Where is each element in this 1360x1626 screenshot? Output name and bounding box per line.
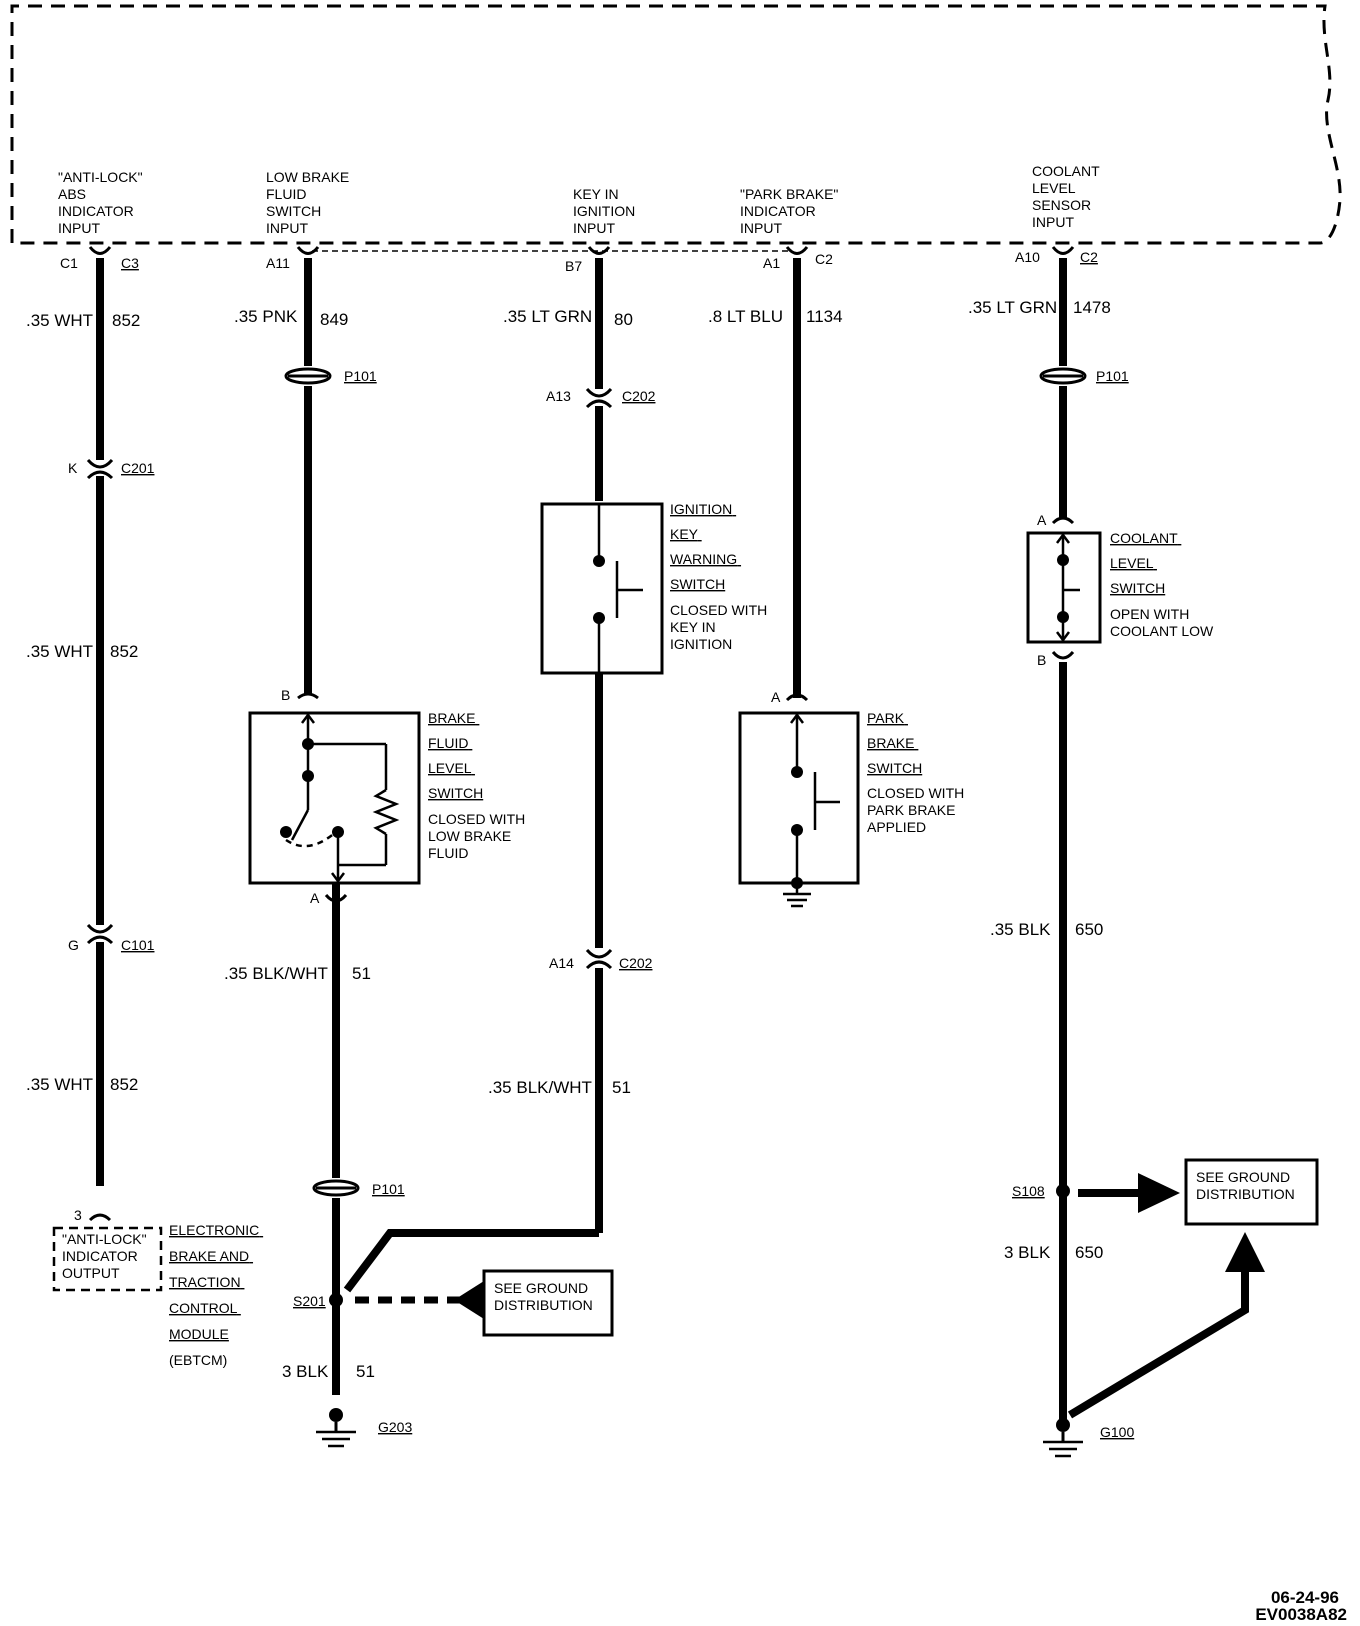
abs-pin: C1 <box>60 255 78 271</box>
module-pin-connectors <box>88 246 1075 255</box>
ground-ref-arrow-left <box>355 1281 484 1319</box>
abs-pin-connector: C3 <box>121 255 139 271</box>
c201-label: C201 <box>121 460 155 476</box>
instrument-cluster-module <box>10 4 1342 245</box>
brake-wire-2-circuit: 51 <box>352 964 371 983</box>
ebtcm-name: ELECTRONIC BRAKE AND TRACTION CONTROL MO… <box>169 1222 263 1342</box>
c202-top-pin: A13 <box>546 388 571 404</box>
abs-wire-2-gauge: .35 WHT <box>26 642 93 661</box>
brake-switch-pin-a: A <box>310 890 320 906</box>
park-wire-1-gauge: .8 LT BLU <box>708 307 783 326</box>
ebtcm-module <box>52 1213 163 1292</box>
coolant-wire-2-gauge: .35 BLK <box>990 920 1051 939</box>
ignition-key-warning-switch <box>540 502 664 675</box>
g100-ground-symbol <box>1043 1418 1083 1458</box>
ground-ref-arrow-right <box>1078 1173 1180 1213</box>
wires <box>96 258 1067 1425</box>
p101-coolant-label: P101 <box>1096 368 1129 384</box>
brake-fluid-pin: A11 <box>266 255 290 271</box>
s108-label: S108 <box>1012 1183 1045 1199</box>
park-switch-note: CLOSED WITH PARK BRAKE APPLIED <box>867 785 968 835</box>
g100-label: G100 <box>1100 1424 1134 1440</box>
brake-wire-3-circuit: 51 <box>356 1362 375 1381</box>
ebtcm-abbreviation: (EBTCM) <box>169 1352 227 1368</box>
coolant-input-label: COOLANT LEVEL SENSOR INPUT <box>1032 163 1103 230</box>
coolant-wire-3-gauge: 3 BLK <box>1004 1243 1051 1262</box>
g203-label: G203 <box>378 1419 412 1435</box>
coolant-wire-2-circuit: 650 <box>1075 920 1103 939</box>
abs-wire-2-circuit: 852 <box>110 642 138 661</box>
ground-ref-box-left <box>482 1269 614 1337</box>
ignition-switch-name: IGNITION KEY WARNING SWITCH <box>670 501 741 592</box>
park-pin: A1 <box>763 255 780 271</box>
coolant-switch-pin-a: A <box>1037 512 1047 528</box>
ground-ref-label-left: SEE GROUND DISTRIBUTION <box>494 1280 593 1313</box>
p101-connectors <box>284 367 1087 1197</box>
c202-bottom-label: C202 <box>619 955 653 971</box>
c202-bottom-pin: A14 <box>549 955 574 971</box>
park-input-label: "PARK BRAKE" INDICATOR INPUT <box>740 186 842 236</box>
abs-wire-1-gauge: .35 WHT <box>26 311 93 330</box>
p101-brake-bottom-label: P101 <box>372 1181 405 1197</box>
brake-fluid-input-label: LOW BRAKE FLUID SWITCH INPUT <box>266 169 353 236</box>
abs-wire-1-circuit: 852 <box>112 311 140 330</box>
coolant-switch-pin-b: B <box>1037 652 1046 668</box>
ebtcm-output-label: "ANTI-LOCK" INDICATOR OUTPUT <box>62 1231 151 1281</box>
s201-label: S201 <box>293 1293 326 1309</box>
park-switch-pin-a: A <box>771 689 781 705</box>
c101-pin: G <box>68 937 79 953</box>
key-input-label: KEY IN IGNITION INPUT <box>573 186 639 236</box>
park-wire-1-circuit: 1134 <box>806 307 843 326</box>
coolant-pin: A10 <box>1015 249 1040 265</box>
g203-ground-symbol <box>316 1408 356 1448</box>
ebtcm-pin: 3 <box>74 1207 82 1223</box>
ignition-switch-note: CLOSED WITH KEY IN IGNITION <box>670 602 771 652</box>
brake-switch-pin-b: B <box>281 687 290 703</box>
abs-wire-3-gauge: .35 WHT <box>26 1075 93 1094</box>
brake-fluid-switch-note: CLOSED WITH LOW BRAKE FLUID <box>428 811 529 861</box>
brake-wire-3-gauge: 3 BLK <box>282 1362 329 1381</box>
coolant-switch-note: OPEN WITH COOLANT LOW <box>1110 606 1214 639</box>
inline-connectors <box>86 387 613 970</box>
brake-wire-1-circuit: 849 <box>320 310 348 329</box>
ground-ref-label-right: SEE GROUND DISTRIBUTION <box>1196 1169 1295 1202</box>
abs-wire-3-circuit: 852 <box>110 1075 138 1094</box>
abs-input-label: "ANTI-LOCK" ABS INDICATOR INPUT <box>58 169 147 236</box>
coolant-wire-3-circuit: 650 <box>1075 1243 1103 1262</box>
coolant-switch-name: COOLANT LEVEL SWITCH <box>1110 530 1181 596</box>
coolant-level-switch <box>1026 516 1102 660</box>
brake-wire-2-gauge: .35 BLK/WHT <box>224 964 328 983</box>
c201-pin: K <box>68 460 78 476</box>
s108-splice <box>1056 1184 1070 1198</box>
ground-ref-box-right <box>1184 1158 1319 1226</box>
key-wire-1-gauge: .35 LT GRN <box>503 307 592 326</box>
p101-brake-top-label: P101 <box>344 368 377 384</box>
g100-ground-return-arrow <box>1067 1232 1265 1419</box>
coolant-wire-1-gauge: .35 LT GRN <box>968 298 1057 317</box>
diagram-date: 06-24-96 <box>1271 1588 1339 1607</box>
key-wire-2-circuit: 51 <box>612 1078 631 1097</box>
brake-fluid-level-switch <box>248 692 421 903</box>
diagram-code: EV0038A82 <box>1255 1605 1347 1624</box>
s201-splice <box>329 1293 343 1307</box>
key-wire-1-circuit: 80 <box>614 310 633 329</box>
park-brake-switch <box>738 693 860 908</box>
park-pin-connector: C2 <box>815 251 833 267</box>
c202-top-label: C202 <box>622 388 656 404</box>
brake-wire-1-gauge: .35 PNK <box>234 307 298 326</box>
c101-label: C101 <box>121 937 155 953</box>
key-wire-2-gauge: .35 BLK/WHT <box>488 1078 592 1097</box>
park-switch-name: PARK BRAKE SWITCH <box>867 710 922 776</box>
key-pin: B7 <box>565 258 582 274</box>
brake-fluid-switch-name: BRAKE FLUID LEVEL SWITCH <box>428 710 483 801</box>
coolant-wire-1-circuit: 1478 <box>1073 298 1111 317</box>
coolant-pin-connector: C2 <box>1080 249 1098 265</box>
